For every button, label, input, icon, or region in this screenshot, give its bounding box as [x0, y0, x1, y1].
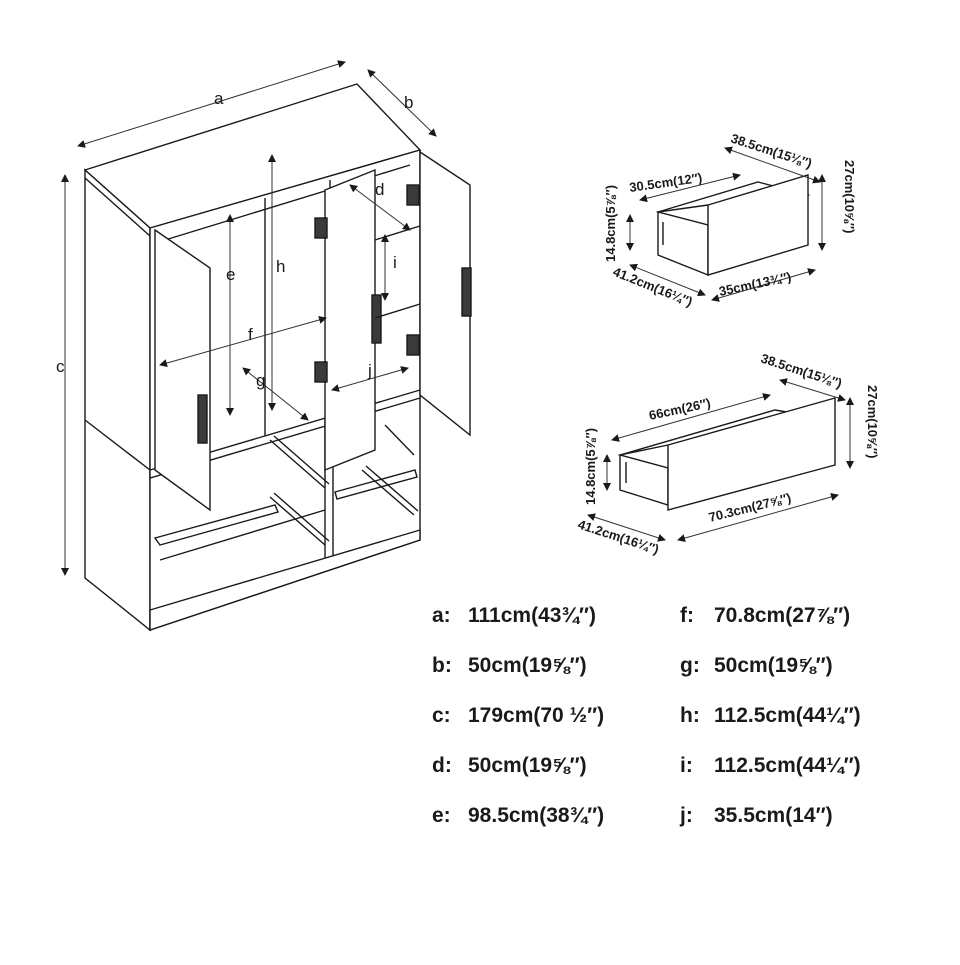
- small-drawer-height-right: 27cm(10⅝″): [842, 160, 857, 233]
- spec-value: 50cm(19⅝″): [714, 654, 833, 677]
- spec-key: d:: [432, 754, 452, 777]
- spec-item-j: j: 35.5cm(14″): [679, 804, 833, 827]
- drawer-rail: [269, 496, 326, 546]
- spec-value: 35.5cm(14″): [714, 804, 833, 827]
- spec-key: g:: [680, 654, 700, 677]
- large-drawer-drawing: 38.5cm(15⅛″) 66cm(26″) 14.8cm(5⅞″) 27cm(…: [576, 351, 880, 557]
- label-f: f: [248, 325, 253, 344]
- dimension-spec-list: a: 111cm(43¾″) b: 50cm(19⅝″) c: 179cm(70…: [432, 604, 861, 827]
- spec-key: a:: [432, 604, 451, 627]
- spec-key: e:: [432, 804, 451, 827]
- spec-item-f: f: 70.8cm(27⅞″): [680, 604, 850, 627]
- label-e: e: [226, 265, 235, 284]
- wardrobe-left-side: [84, 168, 151, 632]
- label-j: j: [367, 361, 372, 380]
- spec-value: 111cm(43¾″): [468, 604, 596, 627]
- small-drawer-front: [707, 174, 809, 276]
- small-drawer-width-inner: 30.5cm(12″): [628, 170, 703, 195]
- large-drawer-front: [667, 397, 836, 511]
- label-h: h: [276, 257, 285, 276]
- wardrobe-drawing: a b c d e f g h i j: [56, 60, 472, 632]
- spec-key: h:: [680, 704, 700, 727]
- spec-key: c:: [432, 704, 451, 727]
- small-drawer-drawing: 38.5cm(15⅛″) 30.5cm(12″) 14.8cm(5⅞″) 27c…: [603, 131, 857, 310]
- wardrobe-lower-shelf: [153, 504, 279, 546]
- large-drawer-width-inner: 66cm(26″): [648, 395, 712, 423]
- label-c: c: [56, 357, 65, 376]
- drawer-rail: [269, 439, 326, 489]
- spec-value: 50cm(19⅝″): [468, 754, 587, 777]
- spec-value: 112.5cm(44¼″): [714, 704, 861, 727]
- label-i: i: [393, 253, 397, 272]
- label-b: b: [404, 93, 413, 112]
- door-handle: [461, 267, 472, 317]
- spec-item-e: e: 98.5cm(38¾″): [432, 804, 604, 827]
- small-drawer-width-bottom: 35cm(13¾″): [718, 269, 793, 299]
- wardrobe-right-door: [419, 150, 471, 437]
- small-drawer-depth-bottom: 41.2cm(16¼″): [611, 264, 695, 309]
- door-handle: [197, 394, 208, 444]
- spec-item-c: c: 179cm(70 ½″): [432, 704, 604, 727]
- spec-item-d: d: 50cm(19⅝″): [432, 754, 587, 777]
- spec-key: j:: [679, 804, 693, 827]
- label-d: d: [375, 180, 384, 199]
- spec-key: b:: [432, 654, 452, 677]
- door-handle: [371, 294, 382, 344]
- wardrobe-center-door: [324, 168, 376, 472]
- spec-value: 112.5cm(44¼″): [714, 754, 861, 777]
- door-hinge: [314, 184, 420, 383]
- spec-key: i:: [680, 754, 693, 777]
- spec-item-a: a: 111cm(43¾″): [432, 604, 596, 627]
- spec-item-h: h: 112.5cm(44¼″): [680, 704, 861, 727]
- large-drawer-height-left: 14.8cm(5⅞″): [583, 428, 598, 505]
- spec-value: 70.8cm(27⅞″): [714, 604, 850, 627]
- drawer-rail: [361, 469, 415, 516]
- wardrobe-base: [149, 529, 421, 631]
- spec-item-g: g: 50cm(19⅝″): [680, 654, 833, 677]
- drawer-rail: [384, 424, 415, 456]
- label-a: a: [214, 89, 224, 108]
- spec-value: 50cm(19⅝″): [468, 654, 587, 677]
- wardrobe-left-door: [154, 228, 211, 512]
- small-drawer-height-left: 14.8cm(5⅞″): [603, 185, 618, 262]
- large-drawer-depth-bottom: 41.2cm(16¼″): [576, 517, 661, 557]
- label-g: g: [256, 371, 265, 390]
- large-drawer-depth-top: 38.5cm(15⅛″): [759, 351, 844, 391]
- spec-item-b: b: 50cm(19⅝″): [432, 654, 587, 677]
- large-drawer-height-right: 27cm(10⅝″): [865, 385, 880, 458]
- spec-key: f:: [680, 604, 694, 627]
- spec-value: 98.5cm(38¾″): [468, 804, 604, 827]
- spec-value: 179cm(70 ½″): [468, 704, 604, 727]
- spec-item-i: i: 112.5cm(44¼″): [680, 754, 861, 777]
